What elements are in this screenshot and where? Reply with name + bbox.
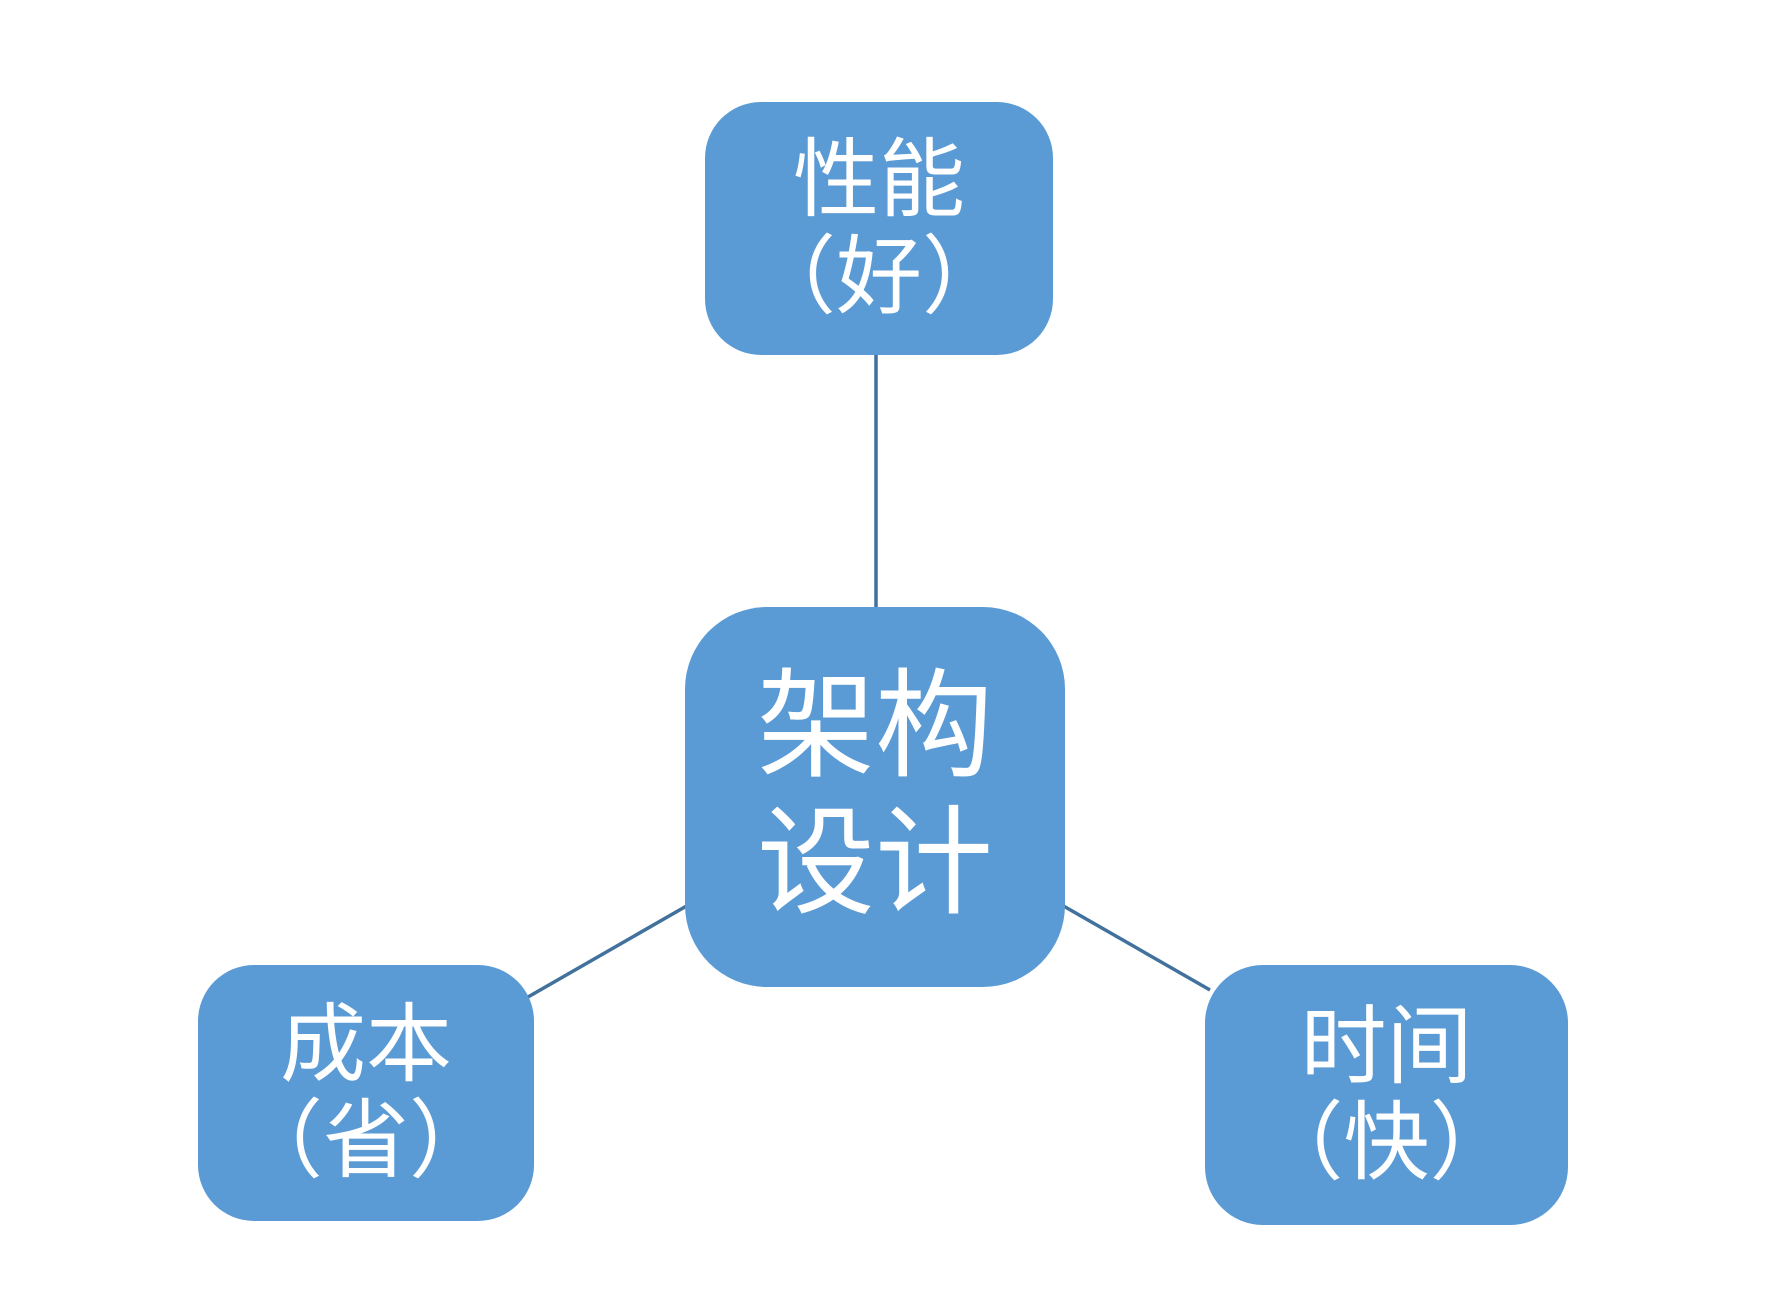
node-cost: 成本 （省） [198, 965, 534, 1221]
node-cost-label-line2: （省） [237, 1093, 495, 1189]
connector-center-time [1059, 902, 1211, 992]
node-cost-label-line1: 成本 [280, 996, 452, 1093]
node-time-label-line1: 时间 [1300, 998, 1473, 1095]
node-time-label-line2: （快） [1257, 1095, 1516, 1191]
node-architecture-design-label-line2: 设计 [756, 799, 993, 930]
node-architecture-design-label-line1: 架构 [756, 662, 993, 794]
node-time: 时间 （快） [1205, 965, 1568, 1225]
node-performance-label-line1: 性能 [793, 132, 965, 229]
node-performance: 性能 （好） [705, 102, 1053, 355]
node-architecture-design: 架构 设计 [685, 607, 1065, 987]
node-performance-label-line2: （好） [750, 228, 1008, 325]
connector-center-cost [527, 902, 691, 999]
